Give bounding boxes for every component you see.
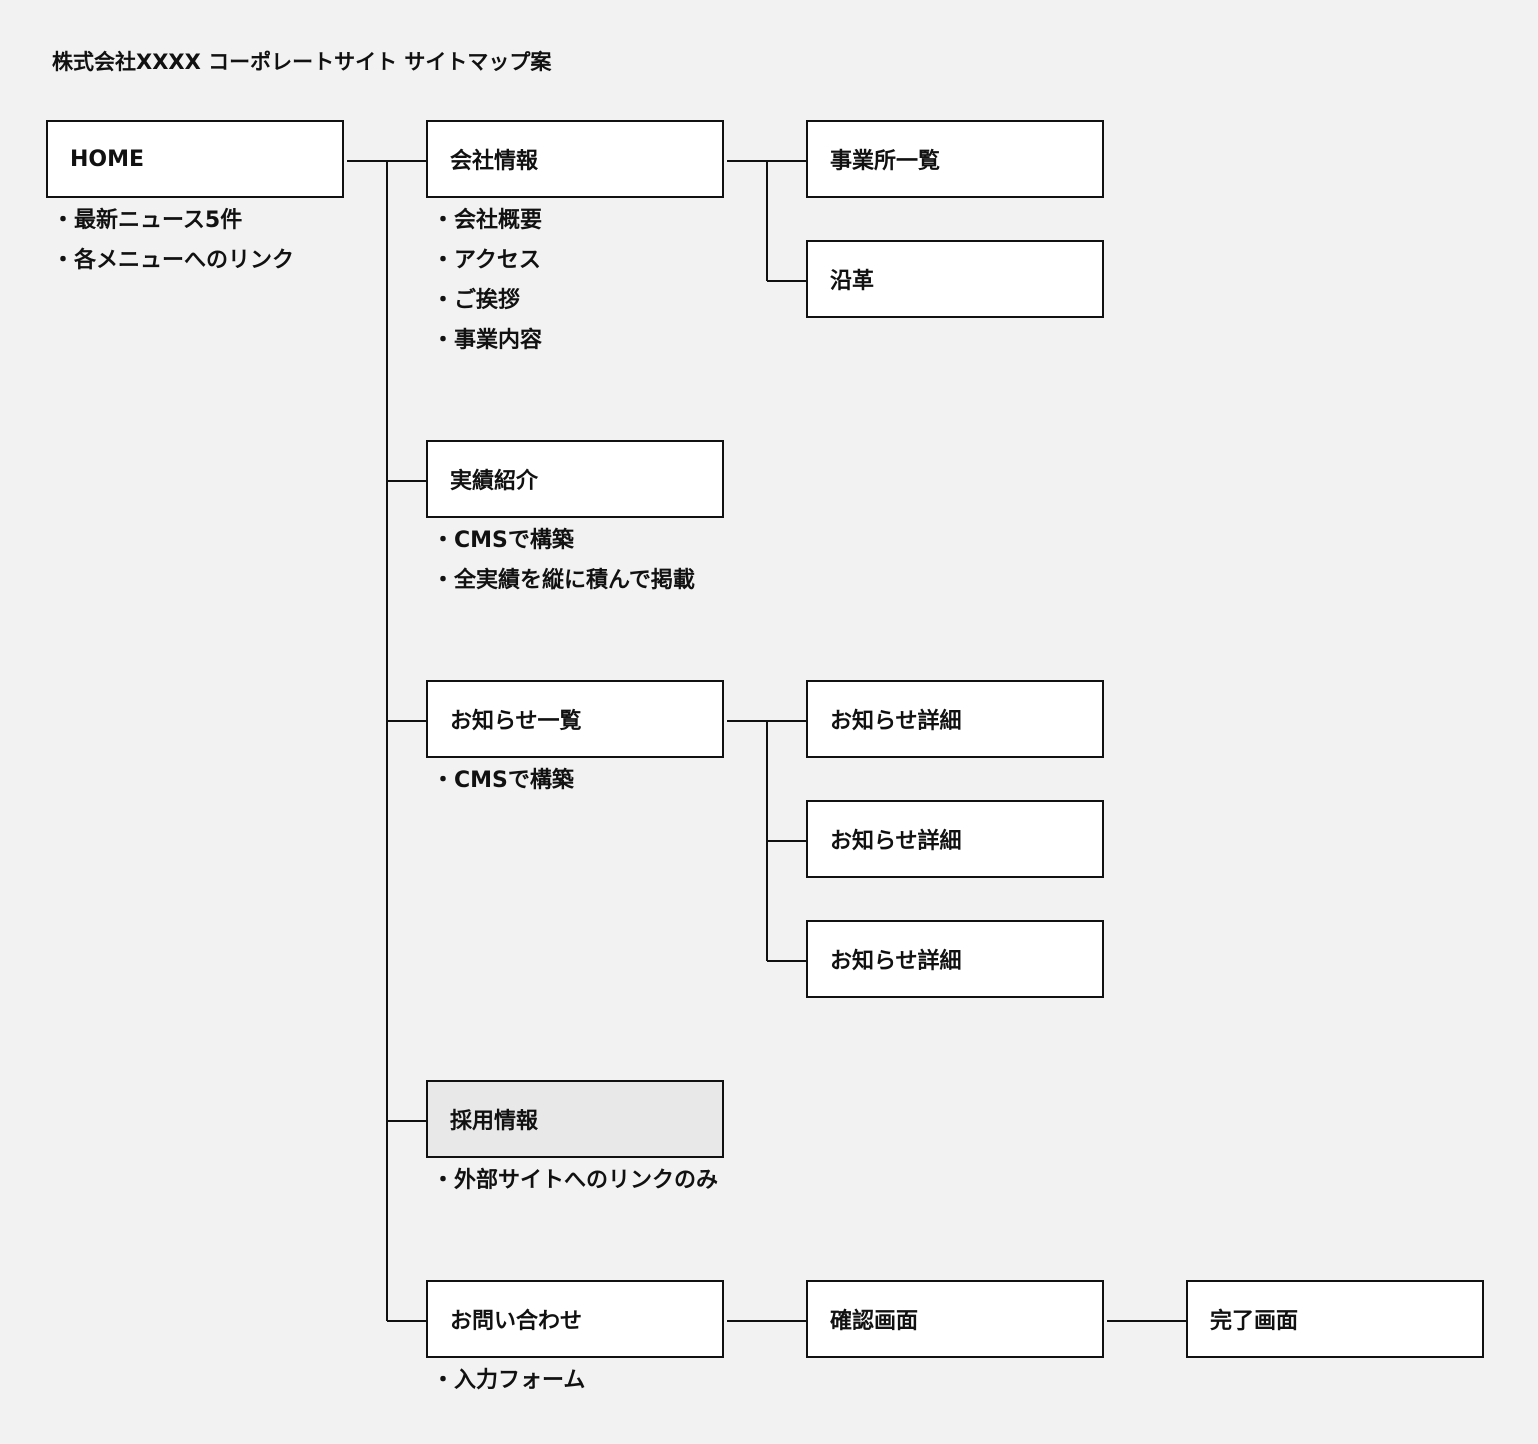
notes-works: ・CMSで構築・全実績を縦に積んで掲載 — [432, 521, 695, 601]
note-text: アクセス — [454, 248, 541, 273]
node-offices: 事業所一覧 — [806, 120, 1104, 198]
notes-home: ・最新ニュース5件・各メニューへのリンク — [52, 201, 294, 281]
note-item: ・アクセス — [432, 241, 542, 281]
note-bullet: ・ — [432, 288, 455, 313]
node-works: 実績紹介 — [426, 440, 724, 518]
note-text: 外部サイトへのリンクのみ — [454, 1168, 719, 1193]
node-complete: 完了画面 — [1186, 1280, 1484, 1358]
node-recruit: 採用情報 — [426, 1080, 724, 1158]
note-bullet: ・ — [432, 528, 455, 553]
note-item: ・CMSで構築 — [432, 761, 574, 801]
note-bullet: ・ — [432, 568, 455, 593]
notes-news: ・CMSで構築 — [432, 761, 574, 801]
note-text: 会社概要 — [454, 208, 543, 233]
note-bullet: ・ — [432, 328, 455, 353]
node-contact: お問い合わせ — [426, 1280, 724, 1358]
note-item: ・CMSで構築 — [432, 521, 695, 561]
note-text: 最新ニュース5件 — [74, 208, 243, 233]
note-item: ・会社概要 — [432, 201, 542, 241]
note-bullet: ・ — [52, 208, 75, 233]
page-title: 株式会社XXXX コーポレートサイト サイトマップ案 — [52, 50, 552, 74]
node-news-detail-2: お知らせ詳細 — [806, 800, 1104, 878]
note-item: ・外部サイトへのリンクのみ — [432, 1161, 718, 1201]
notes-contact: ・入力フォーム — [432, 1361, 585, 1401]
note-bullet: ・ — [432, 768, 455, 793]
note-text: 全実績を縦に積んで掲載 — [454, 568, 695, 593]
note-item: ・入力フォーム — [432, 1361, 585, 1401]
note-item: ・事業内容 — [432, 321, 542, 361]
note-item: ・全実績を縦に積んで掲載 — [432, 561, 695, 601]
node-history: 沿革 — [806, 240, 1104, 318]
note-text: ご挨拶 — [454, 288, 521, 313]
note-bullet: ・ — [432, 208, 455, 233]
node-home: HOME — [46, 120, 344, 198]
note-bullet: ・ — [52, 248, 75, 273]
note-text: 入力フォーム — [454, 1368, 586, 1393]
node-news-detail-1: お知らせ詳細 — [806, 680, 1104, 758]
note-text: CMSで構築 — [454, 768, 574, 793]
notes-recruit: ・外部サイトへのリンクのみ — [432, 1161, 718, 1201]
note-text: 各メニューへのリンク — [74, 248, 295, 273]
node-news-detail-3: お知らせ詳細 — [806, 920, 1104, 998]
note-item: ・各メニューへのリンク — [52, 241, 294, 281]
node-confirm: 確認画面 — [806, 1280, 1104, 1358]
node-company: 会社情報 — [426, 120, 724, 198]
note-bullet: ・ — [432, 1368, 455, 1393]
notes-company: ・会社概要・アクセス・ご挨拶・事業内容 — [432, 201, 542, 361]
note-item: ・ご挨拶 — [432, 281, 542, 321]
note-item: ・最新ニュース5件 — [52, 201, 294, 241]
note-bullet: ・ — [432, 248, 455, 273]
note-text: 事業内容 — [454, 328, 543, 353]
note-bullet: ・ — [432, 1168, 455, 1193]
note-text: CMSで構築 — [454, 528, 574, 553]
node-news: お知らせ一覧 — [426, 680, 724, 758]
